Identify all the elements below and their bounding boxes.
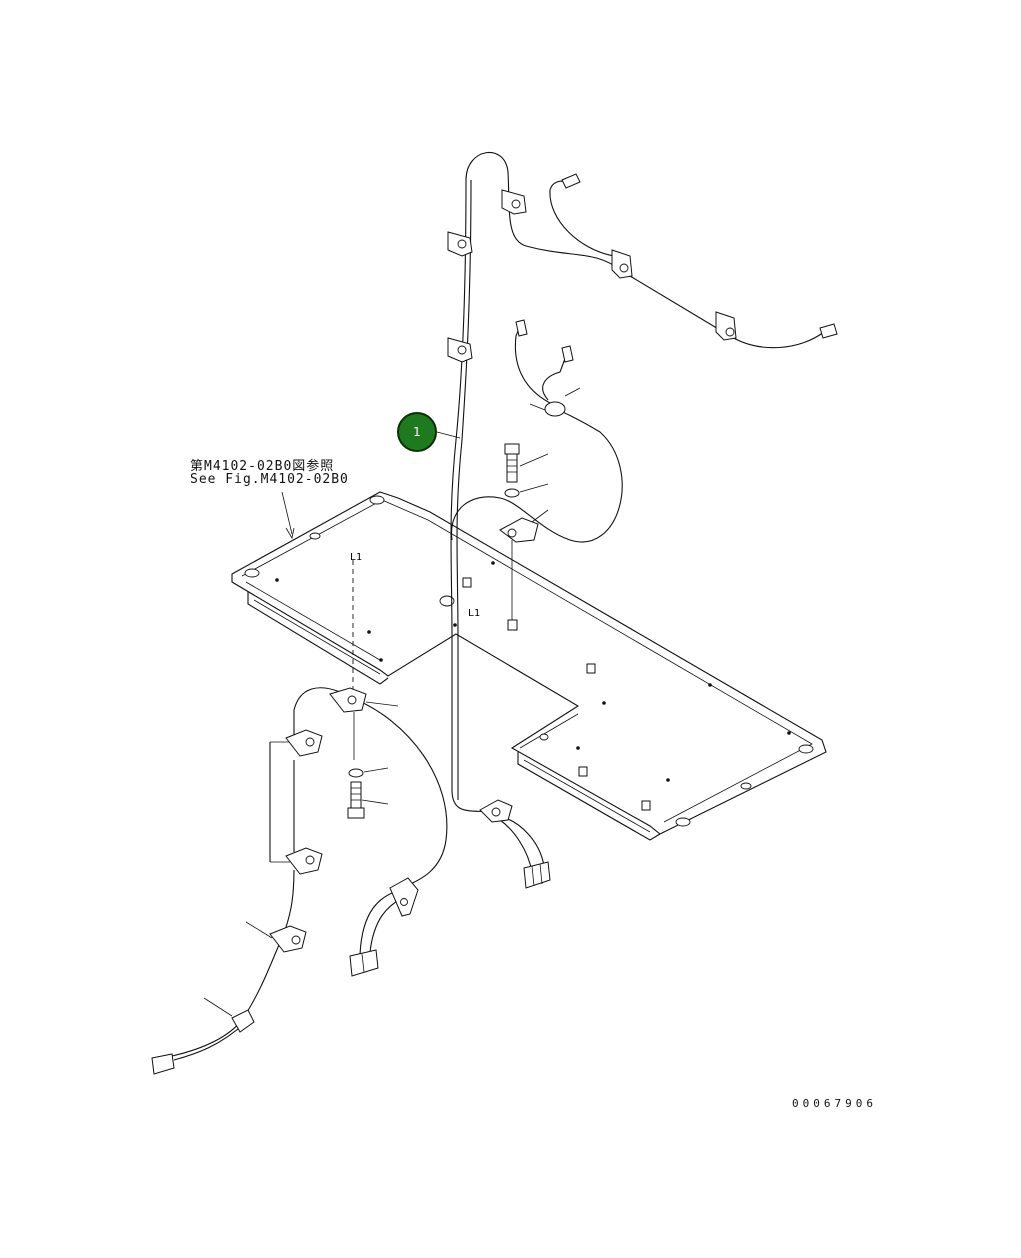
connector-plug-icon	[515, 319, 528, 337]
connector-plug-icon	[349, 949, 379, 977]
connector-plug-icon	[151, 1053, 175, 1075]
washer-icon	[348, 767, 389, 778]
washer-icon	[504, 483, 549, 498]
cable-clamp-icon	[329, 687, 399, 713]
numbered-circle-icon: 1	[413, 425, 421, 439]
bolt-icon	[504, 443, 549, 483]
bolt-icon	[347, 781, 389, 819]
cable-clamp-icon	[715, 311, 737, 341]
cable-clamp-icon	[611, 249, 633, 279]
connector-plug-icon	[819, 323, 838, 339]
cable-clamp-icon	[245, 921, 307, 953]
cable-clamp-icon	[285, 847, 323, 875]
reference-note-en: See Fig.M4102-02B0	[190, 472, 349, 487]
drawing-number: 00067906	[792, 1097, 877, 1110]
main-harness	[450, 151, 825, 641]
alignment-mark-upper: L1	[350, 552, 362, 563]
reference-note-jp: 第M4102-02B0図参照	[190, 459, 335, 474]
cable-clamp-icon	[499, 509, 549, 543]
floor-plate	[231, 491, 827, 841]
cable-clamp-icon	[501, 189, 527, 215]
part-callout-1[interactable]: 1	[397, 412, 437, 452]
alignment-mark-lower: L1	[468, 608, 480, 619]
lower-harness	[171, 640, 545, 1061]
connector-plug-icon	[523, 861, 551, 889]
cable-clamp-icon	[447, 337, 473, 363]
cable-clamp-icon	[447, 231, 473, 257]
cable-clamp-icon	[479, 799, 513, 823]
cable-clamp-icon	[203, 997, 255, 1033]
harness-grommet	[529, 387, 581, 417]
cable-clamp-icon	[389, 877, 419, 917]
nut	[507, 619, 518, 631]
cable-clamp-icon	[285, 729, 323, 757]
connector-plug-icon	[561, 173, 581, 189]
connector-plug-icon	[561, 345, 574, 363]
